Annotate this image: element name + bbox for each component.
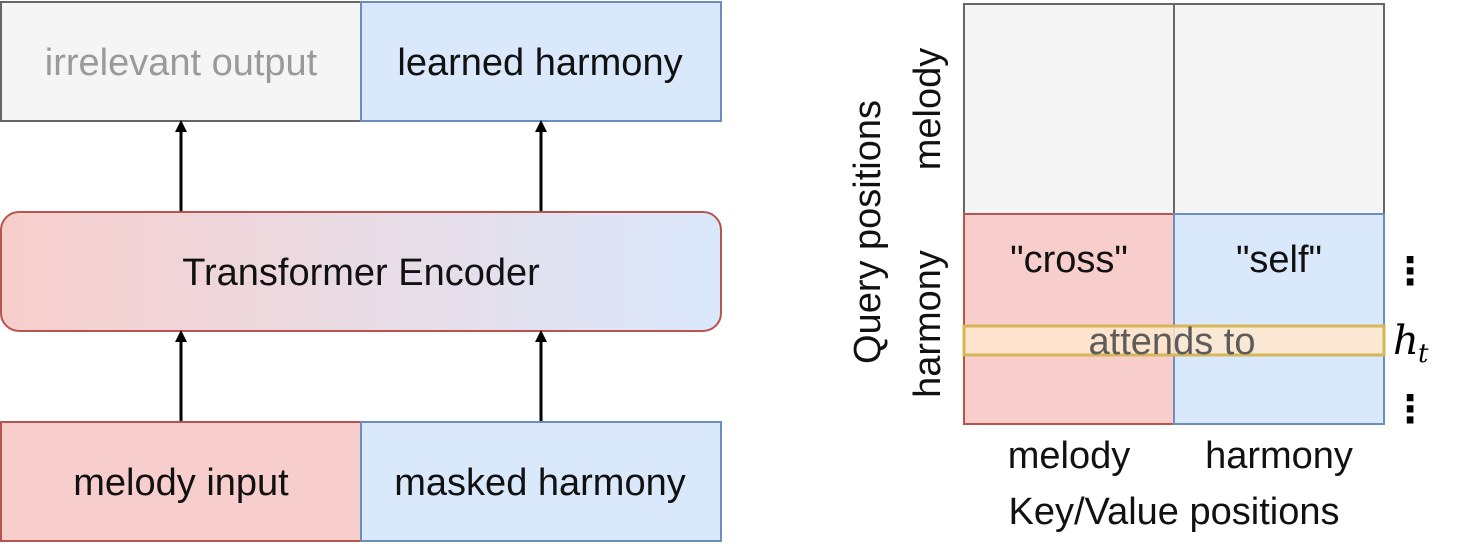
ht-symbol: h t <box>1393 318 1429 369</box>
row-label-melody: melody <box>907 48 949 171</box>
attention-matrix: "cross" "self" attends to ⋮ ⋮ h t melody… <box>847 3 1429 533</box>
col-label-melody: melody <box>1008 435 1131 477</box>
learned-harmony-label: learned harmony <box>397 42 682 84</box>
ellipsis-top: ⋮ <box>1391 249 1429 293</box>
ht-main: h <box>1393 318 1419 364</box>
ellipsis-bottom: ⋮ <box>1391 387 1429 431</box>
cross-label: "cross" <box>1010 239 1128 281</box>
query-axis-title: Query positions <box>847 100 889 364</box>
attends-to-highlight <box>962 324 1386 357</box>
col-label-harmony: harmony <box>1205 435 1353 477</box>
masked-harmony-label: masked harmony <box>394 462 685 504</box>
melody-input-label: melody input <box>73 462 289 504</box>
transformer-encoder-label: Transformer Encoder <box>182 252 540 294</box>
masked-harmony-box: masked harmony <box>360 421 722 542</box>
left-diagram: irrelevant output learned harmony Transf… <box>0 1 722 542</box>
learned-harmony-box: learned harmony <box>360 1 722 122</box>
cell-cross <box>963 213 1175 425</box>
melody-input-box: melody input <box>0 421 362 542</box>
cell-melody-melody <box>963 3 1175 215</box>
irrelevant-output-box: irrelevant output <box>0 1 362 122</box>
cell-self <box>1173 213 1385 425</box>
transformer-encoder-box: Transformer Encoder <box>0 211 722 332</box>
ht-subscript: t <box>1418 339 1429 369</box>
attends-to-label: attends to <box>1089 321 1256 363</box>
self-label: "self" <box>1236 239 1322 281</box>
row-label-harmony: harmony <box>907 250 949 398</box>
irrelevant-output-label: irrelevant output <box>45 42 318 84</box>
cell-melody-harmony <box>1173 3 1385 215</box>
key-axis-title: Key/Value positions <box>1009 491 1340 533</box>
